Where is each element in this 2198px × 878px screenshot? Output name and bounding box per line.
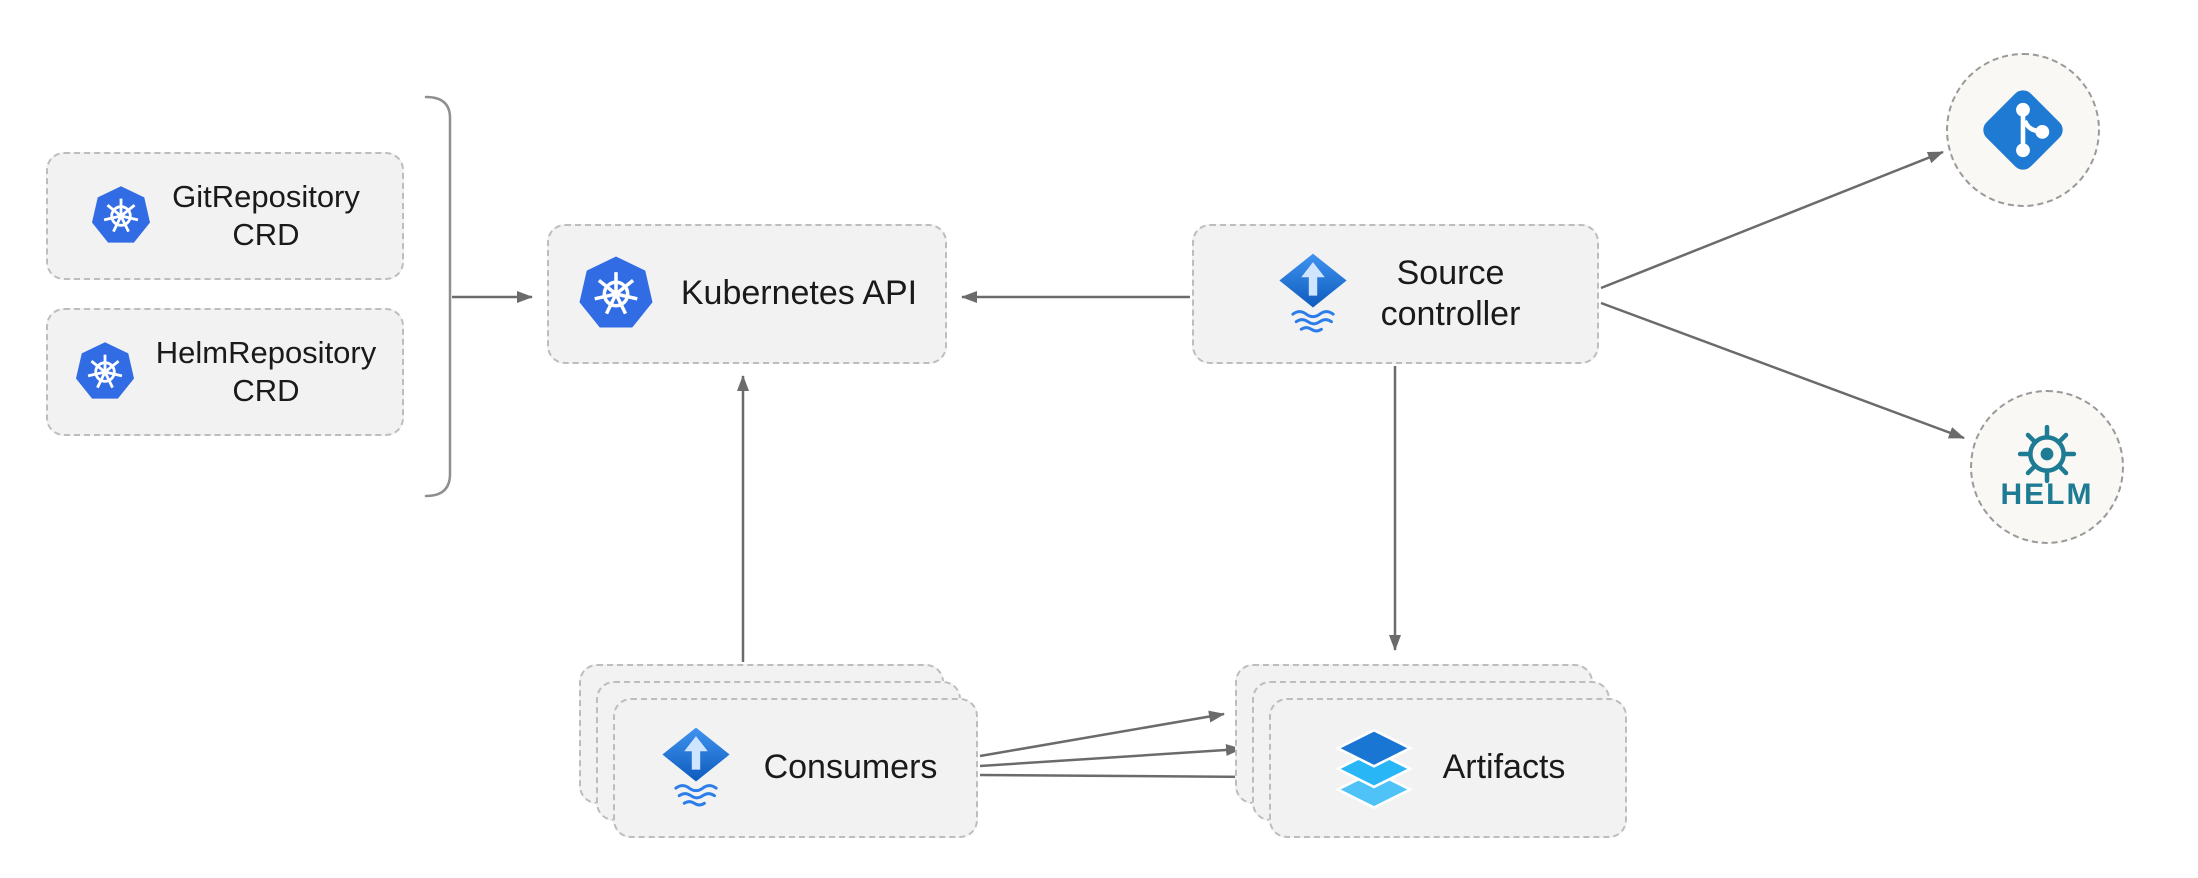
gitrepository-crd-label-line1: GitRepository — [172, 179, 360, 215]
node-helmrepository-crd: HelmRepository CRD — [46, 308, 404, 436]
source-controller-label-line1: Source — [1396, 253, 1505, 292]
kubernetes-icon — [92, 186, 151, 243]
node-gitrepository-crd: GitRepository CRD — [46, 152, 404, 280]
artifacts-label: Artifacts — [1442, 748, 1566, 787]
edge-consumers-to-artifacts-2 — [979, 743, 1242, 768]
helm-logo-text: HELM — [2000, 478, 2094, 511]
consumers-label: Consumers — [763, 748, 938, 787]
node-consumers: Consumers — [613, 698, 978, 838]
helm-wheel-icon — [2017, 424, 2077, 484]
node-artifacts: Artifacts — [1269, 698, 1627, 838]
crd-group-bracket — [424, 95, 452, 498]
edge-source-controller-to-helm — [1600, 301, 1965, 440]
flux-icon — [661, 727, 730, 807]
gitrepository-crd-label-line2: CRD — [232, 217, 300, 252]
git-endpoint-circle — [1946, 53, 2100, 207]
kubernetes-icon — [579, 256, 653, 328]
edge-consumers-to-artifacts-1 — [979, 710, 1225, 758]
node-kubernetes-api: Kubernetes API — [547, 224, 947, 364]
flux-icon — [1278, 253, 1347, 333]
kubernetes-api-label: Kubernetes API — [680, 274, 918, 313]
artifacts-layers-icon — [1334, 728, 1413, 810]
helmrepository-crd-label-line2: CRD — [232, 373, 300, 408]
edge-consumers-to-artifacts-3 — [979, 770, 1259, 783]
helm-endpoint-circle: HELM — [1970, 390, 2124, 544]
source-controller-label-line2: controller — [1380, 295, 1521, 333]
helmrepository-crd-label-line1: HelmRepository — [155, 335, 377, 371]
node-source-controller: Source controller — [1192, 224, 1599, 364]
kubernetes-icon — [75, 342, 134, 399]
git-icon — [1983, 90, 2063, 170]
edge-source-controller-to-git — [1600, 150, 1944, 290]
